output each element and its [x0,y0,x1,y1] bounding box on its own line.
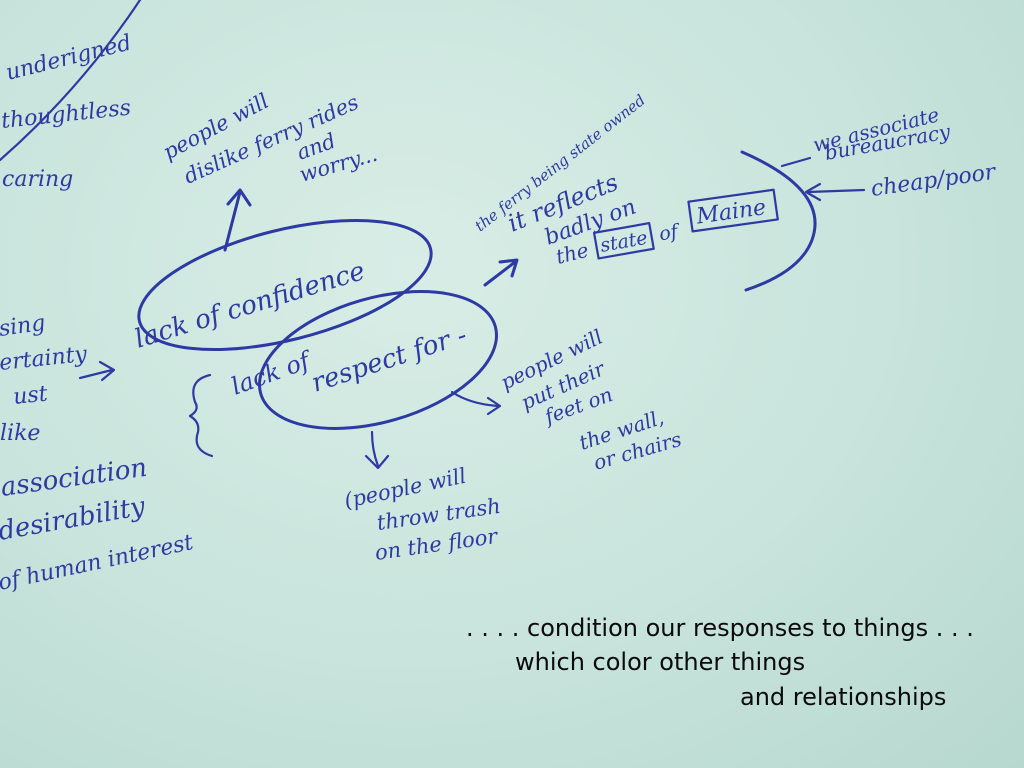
left-word: like [0,421,40,446]
state-note: the ferry being state owned it reflects … [471,91,779,269]
caption-line-3: and relationships [740,683,947,711]
trash-note: (people will throw trash on the floor [342,464,502,565]
brace [188,373,214,458]
caption-line-1: . . . . condition our responses to thing… [466,614,974,642]
maine-box [687,188,779,233]
left-word: thoughtless [0,95,132,133]
oval-one-label: lack of confidence [131,256,368,355]
right-note: we associate bureaucracy cheap/poor [780,102,998,202]
arrow-to-state-note [483,258,519,287]
left-word: underigned [3,31,134,86]
state-box [592,222,655,260]
arrow-to-trash-note [364,430,390,470]
arrow-left-to-oval [78,360,116,382]
arrow-to-feet-note [450,390,502,416]
caption-line-2: which color other things [515,648,806,676]
left-word-list: underigned thoughtless caring sing ertai… [0,31,196,596]
state-note-of: of [657,220,682,245]
left-word: ust [12,382,49,410]
left-word: sing [0,311,47,342]
strike-line [0,0,142,162]
oval-two-line2: respect for - [308,320,471,398]
top-note: people will dislike ferry rides and worr… [159,89,380,189]
left-word: caring [2,167,73,192]
arrow-to-top-note [223,188,252,252]
feet-note: people will put their feet on the wall, … [497,325,684,475]
right-bracket [740,150,817,292]
right-note-line: cheap/poor [869,160,998,202]
left-word: ertainty [0,342,89,376]
